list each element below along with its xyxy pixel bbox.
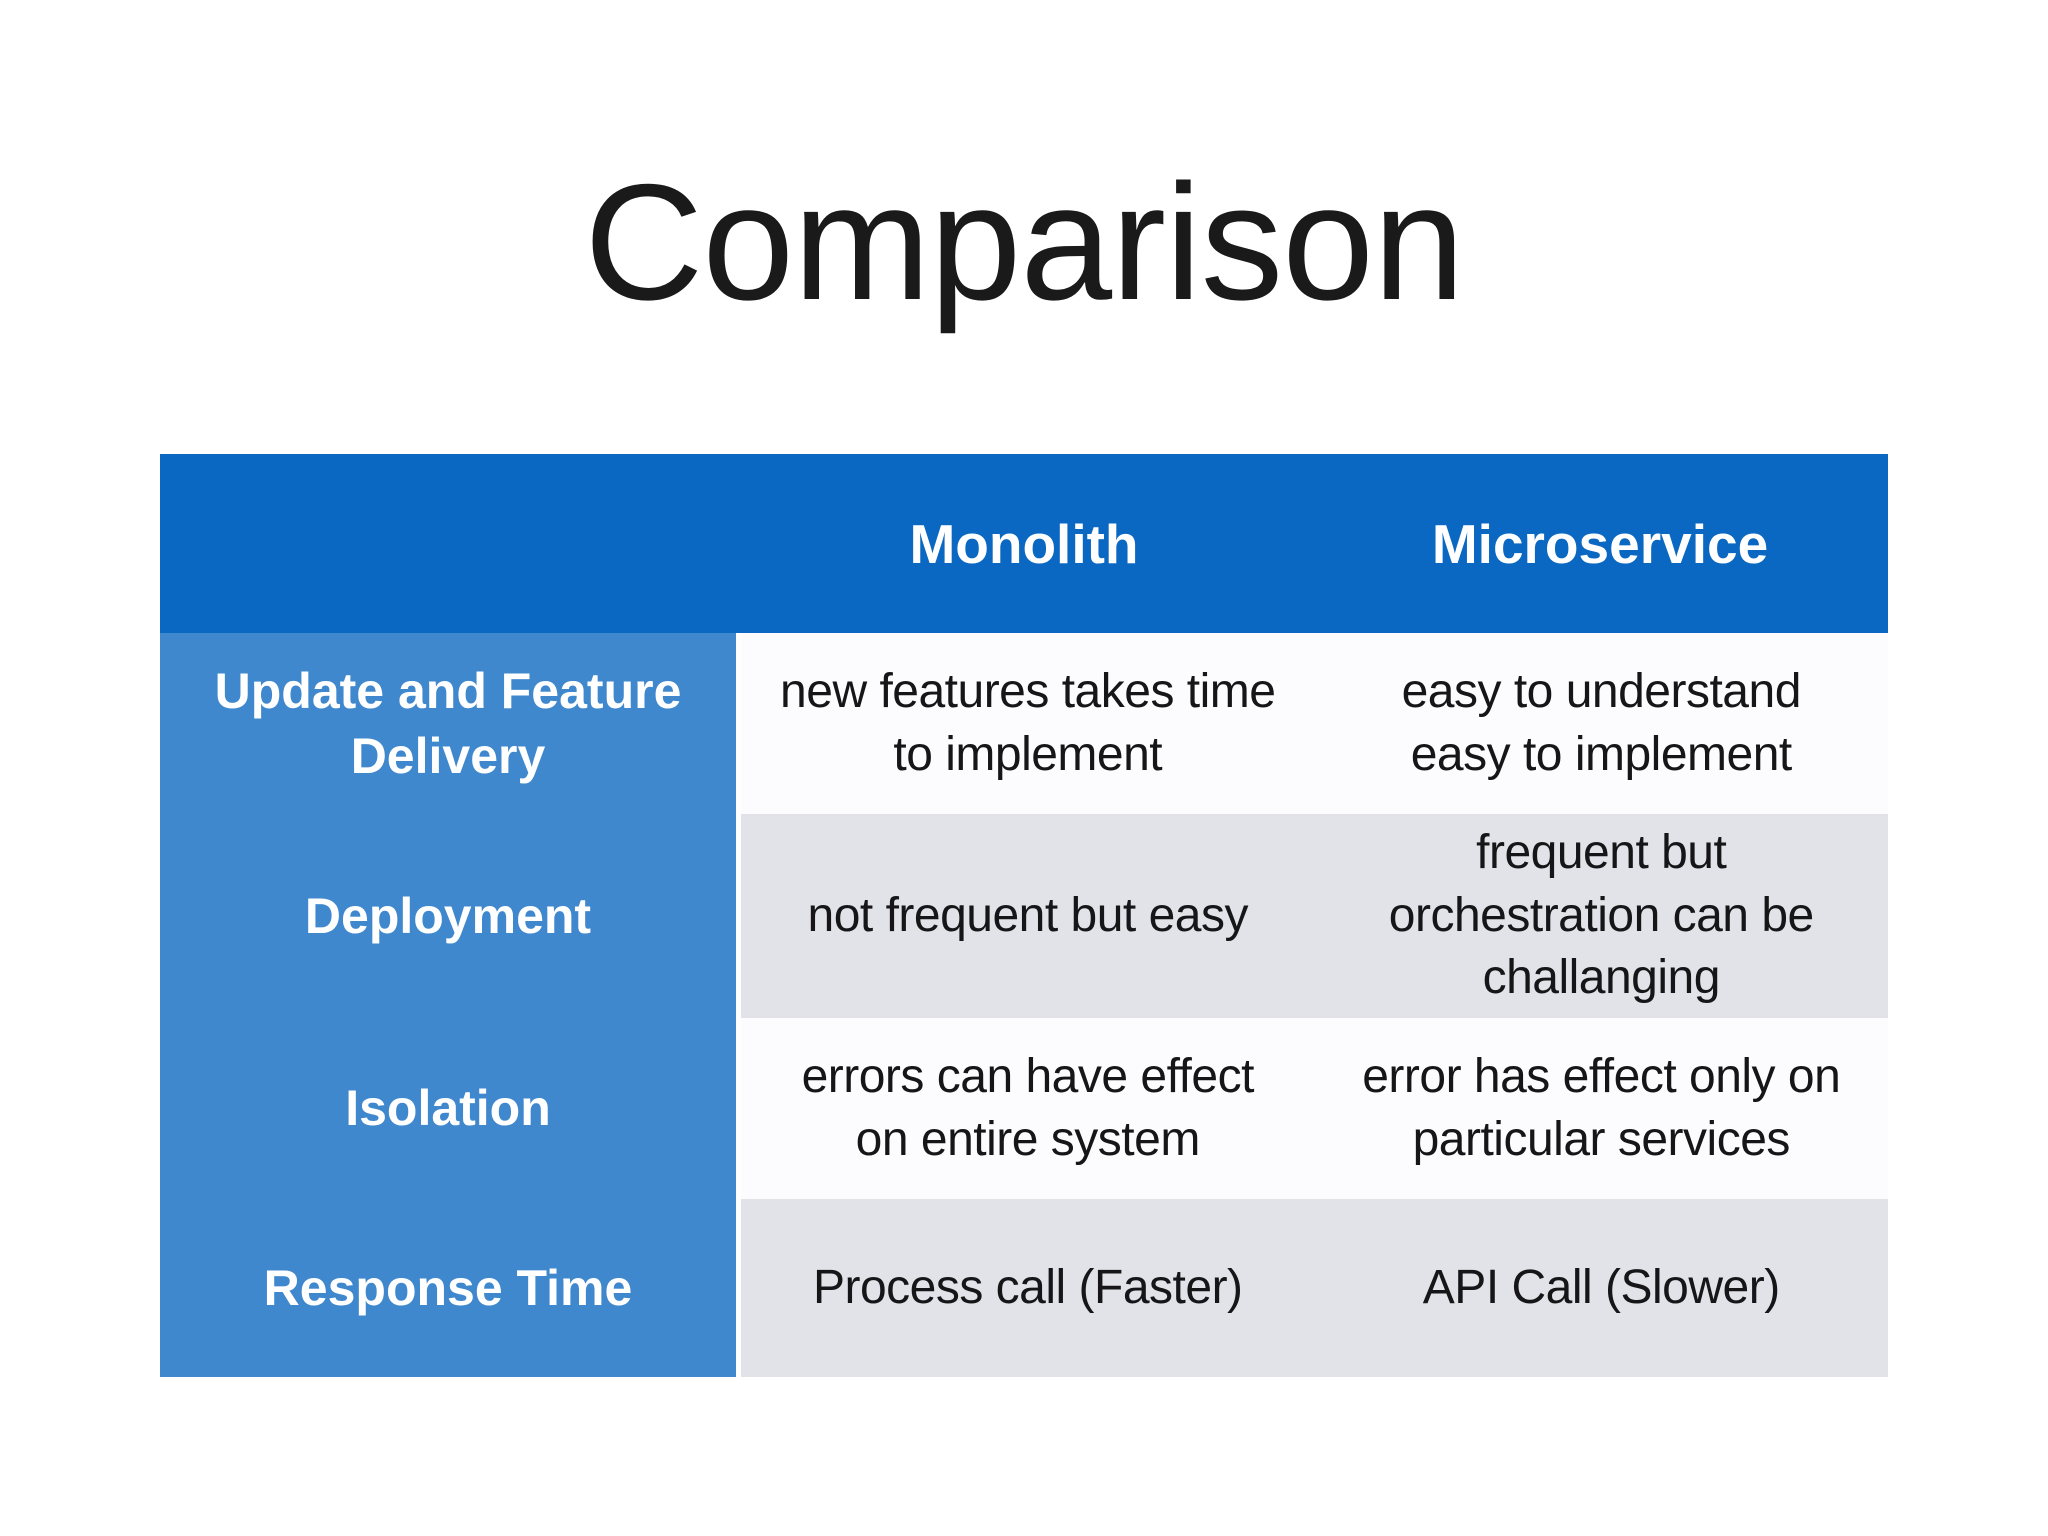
table-row: Isolation errors can have effect on enti… [160, 1018, 1888, 1199]
table-row: Response Time Process call (Faster) API … [160, 1199, 1888, 1377]
cell-monolith-isolation: errors can have effect on entire system [801, 1050, 1255, 1166]
cell-microservice-update: easy to understand easy to implement [1401, 665, 1802, 781]
table-row: Update and Feature Delivery new features… [160, 633, 1888, 814]
page-title: Comparison [584, 150, 1465, 334]
cell-monolith-update: new features takes time to implement [780, 665, 1276, 781]
row-header-isolation: Isolation [160, 1018, 736, 1199]
row-data-band: Process call (Faster) API Call (Slower) [741, 1199, 1888, 1377]
column-header-monolith: Monolith [909, 512, 1139, 575]
cell-microservice-isolation: error has effect only on particular serv… [1362, 1050, 1841, 1166]
column-header-microservice: Microservice [1431, 512, 1769, 575]
row-data-band: errors can have effect on entire system … [741, 1018, 1888, 1199]
row-data-band: not frequent but easy frequent but orche… [741, 814, 1888, 1018]
row-header-deployment: Deployment [160, 814, 736, 1018]
row-header-update-and-feature-delivery: Update and Feature Delivery [160, 633, 736, 814]
table-header-row: Monolith Microservice [160, 454, 1888, 633]
row-header-response-time: Response Time [160, 1199, 736, 1377]
cell-monolith-deployment: not frequent but easy [807, 888, 1249, 942]
row-data-band: new features takes time to implement eas… [741, 633, 1888, 814]
corner-cell [160, 454, 736, 633]
comparison-table: Monolith Microservice Update and Feature… [160, 454, 1888, 1377]
table-row: Deployment not frequent but easy frequen… [160, 814, 1888, 1018]
cell-microservice-response-time: API Call (Slower) [1422, 1260, 1780, 1314]
cell-monolith-response-time: Process call (Faster) [812, 1260, 1243, 1314]
cell-microservice-deployment: frequent but orchestration can be challa… [1388, 826, 1814, 1005]
